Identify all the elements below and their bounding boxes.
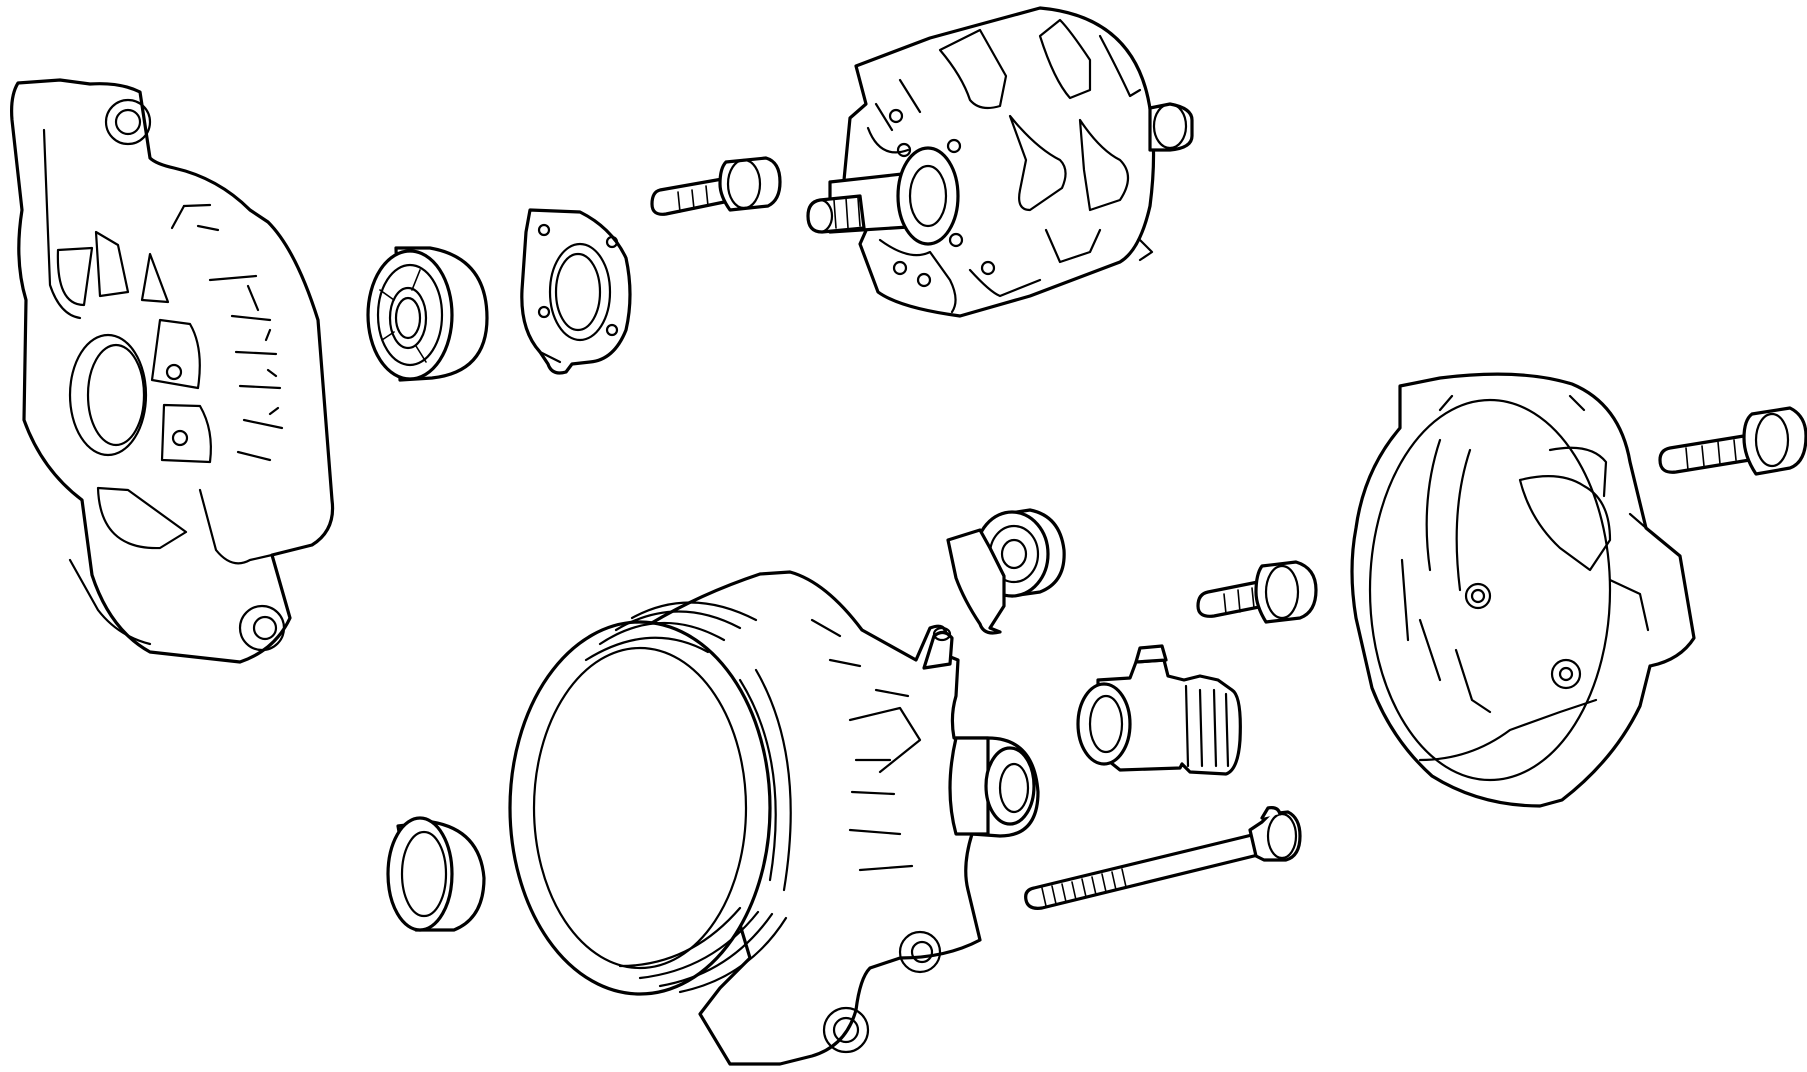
rotor [806,6,1194,318]
rear-bearing [366,246,489,382]
pulley-seal [386,816,486,932]
cover-bolt [1658,406,1807,476]
bearing-retainer-plate [520,208,632,375]
front-bearing [946,508,1066,635]
rotor-screw [650,156,782,216]
regulator-screw [1196,560,1318,624]
rear-cover [1350,372,1696,808]
rear-housing [10,78,335,664]
through-bolt [1024,806,1302,910]
front-housing-with-pulley [508,570,1040,1066]
voltage-regulator [1076,644,1242,776]
